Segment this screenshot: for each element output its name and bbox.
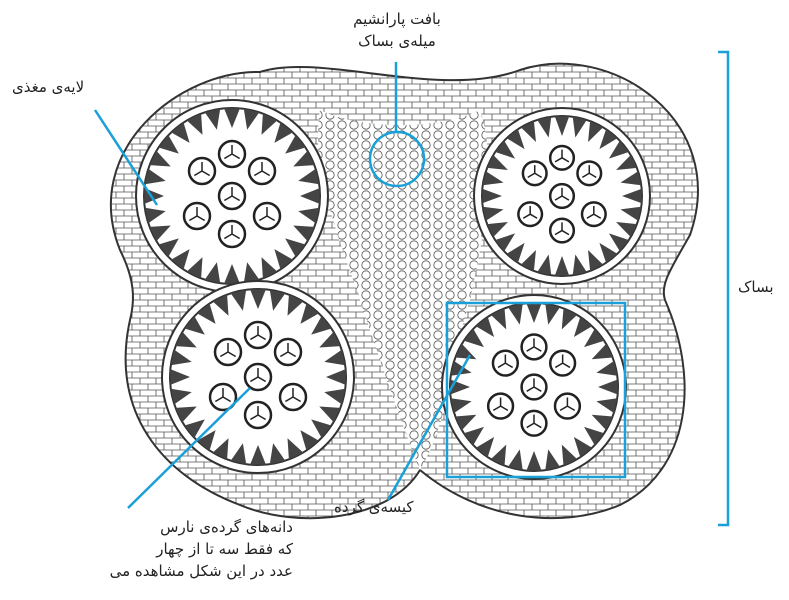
label-vascular-line2: میله‌ی بساک [330, 30, 464, 52]
pollen-sac [442, 295, 626, 479]
label-pollen-grains-line1: دانه‌های گرده‌ی نارس [110, 516, 293, 538]
label-vascular: بافت پارانشیم میله‌ی بساک [330, 8, 464, 52]
label-tapetum: لایه‌ی مغذی [12, 76, 84, 98]
label-tapetum-text: لایه‌ی مغذی [12, 78, 84, 96]
label-anther: بساک [738, 276, 774, 298]
label-pollen-grains-line3: عدد در این شکل مشاهده می [110, 560, 293, 582]
pollen-sac [136, 100, 328, 292]
anther-bracket [718, 52, 728, 525]
label-vascular-line1: بافت پارانشیم [330, 8, 464, 30]
label-pollen-grains-line2: که فقط سه تا از چهار [110, 538, 293, 560]
vascular-bundle [370, 132, 424, 186]
label-pollen-grains: دانه‌های گرده‌ی نارس که فقط سه تا از چها… [110, 516, 293, 582]
label-pollen-sac: کیسه‌ی گرده [334, 496, 414, 518]
pollen-sac [162, 281, 354, 473]
pollen-sac [474, 108, 650, 284]
label-pollen-sac-text: کیسه‌ی گرده [334, 498, 414, 516]
label-anther-text: بساک [738, 278, 774, 296]
